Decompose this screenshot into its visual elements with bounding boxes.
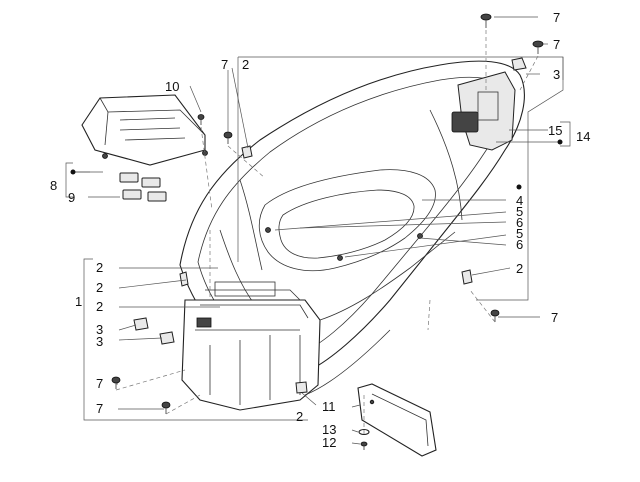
- callout: 2: [242, 57, 249, 72]
- callout: 8: [50, 178, 57, 193]
- callout: 1: [75, 294, 82, 309]
- screw-icon: [360, 441, 368, 450]
- foam-pads: [119, 172, 167, 202]
- callout: 3: [96, 322, 103, 337]
- callout: 15: [548, 123, 562, 138]
- electronic-box-cover: [81, 94, 208, 166]
- clip-icon: [179, 271, 189, 287]
- callout: 3: [553, 67, 560, 82]
- leader-lines: [65, 16, 571, 445]
- callout: 5: [516, 226, 523, 241]
- callout: 2: [296, 409, 303, 424]
- callout: 7: [553, 10, 560, 25]
- screw-icon: [532, 40, 544, 54]
- callout: 6: [516, 215, 523, 230]
- clip-icon: [461, 269, 473, 285]
- callout: 7: [551, 310, 558, 325]
- callout: 4: [516, 193, 523, 208]
- callout-labels: 7 7 7 2 3 10 15 14 8 9 4 5 6 5 6 2 2 2 1…: [50, 10, 590, 450]
- callout: 2: [516, 261, 523, 276]
- callout: 2: [96, 260, 103, 275]
- cover-panel: [357, 383, 437, 457]
- callout: 14: [576, 129, 590, 144]
- callout: 7: [221, 57, 228, 72]
- callout: 11: [322, 399, 336, 414]
- callout: 7: [553, 37, 560, 52]
- clip-icon: [295, 381, 308, 394]
- callout: 10: [165, 79, 179, 94]
- callout: 6: [516, 237, 523, 252]
- helmet-compartment-tub: [179, 60, 525, 411]
- callout: 13: [322, 422, 336, 437]
- callout: 7: [96, 376, 103, 391]
- screw-icon: [197, 114, 205, 125]
- screw-icon: [111, 376, 121, 389]
- callout: 12: [322, 435, 336, 450]
- callout: 3: [96, 334, 103, 349]
- screw-icon: [161, 401, 171, 414]
- fasteners: [111, 13, 544, 450]
- screw-icon: [490, 309, 500, 322]
- clip-icon: [133, 317, 149, 331]
- callout: 5: [516, 204, 523, 219]
- screw-icon: [223, 131, 233, 144]
- clip-icon: [511, 57, 527, 71]
- callout: 9: [68, 190, 75, 205]
- reference-dots: [70, 139, 563, 190]
- callout: 2: [96, 280, 103, 295]
- callout: 7: [96, 401, 103, 416]
- callout: 2: [96, 299, 103, 314]
- clip-icon: [159, 331, 175, 345]
- clip-icon: [241, 145, 253, 159]
- assembly-dashed-lines: [115, 30, 539, 434]
- screw-icon: [480, 13, 492, 28]
